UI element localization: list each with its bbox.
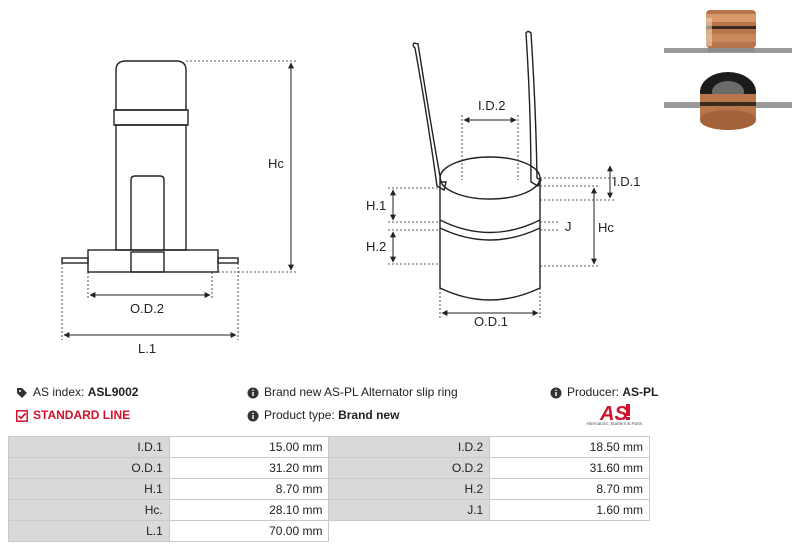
side-view [61, 60, 239, 273]
spec-value: 1.60 mm [489, 499, 650, 521]
l1-label: L.1 [138, 341, 156, 356]
product-type-line: Product type: Brand new [247, 407, 399, 423]
spec-value: 28.10 mm [168, 499, 330, 521]
as-index-line: AS index: ASL9002 [16, 384, 138, 400]
producer-value: AS-PL [622, 385, 659, 399]
producer-label: Producer: [567, 385, 620, 399]
id2-label: I.D.2 [478, 98, 505, 113]
spec-label: H.1 [8, 478, 170, 500]
hc-left-label: Hc [268, 156, 284, 171]
logo-mark: AS [599, 403, 628, 425]
empty-cell [328, 520, 491, 542]
h1-label: H.1 [366, 198, 386, 213]
spec-label: I.D.2 [328, 436, 491, 458]
od1-label: O.D.1 [474, 314, 508, 329]
hc-right-label: Hc [598, 220, 614, 235]
product-type-label: Product type: [264, 408, 335, 422]
spec-label: H.2 [328, 478, 491, 500]
checkbox-icon [16, 409, 28, 422]
table-row: Hc. 28.10 mm J.1 1.60 mm [8, 499, 650, 521]
spec-value: 8.70 mm [489, 478, 650, 500]
table-row: L.1 70.00 mm [8, 520, 650, 542]
info-icon [247, 387, 259, 399]
spec-label: Hc. [8, 499, 170, 521]
table-row: O.D.1 31.20 mm O.D.2 31.60 mm [8, 457, 650, 479]
product-type-value: Brand new [338, 408, 400, 422]
spec-value: 70.00 mm [168, 520, 330, 542]
j-label: J [565, 219, 572, 234]
iso-view [412, 30, 542, 301]
spec-label: I.D.1 [8, 436, 170, 458]
empty-cell [489, 520, 650, 542]
description-line: Brand new AS-PL Alternator slip ring [247, 384, 458, 400]
spec-value: 18.50 mm [489, 436, 650, 458]
id1-label: I.D.1 [613, 174, 640, 189]
spec-label: L.1 [8, 520, 170, 542]
specs-table: I.D.1 15.00 mm I.D.2 18.50 mm O.D.1 31.2… [8, 436, 650, 542]
spec-value: 15.00 mm [168, 436, 330, 458]
as-index-label: AS index: [33, 385, 85, 399]
as-pl-logo: AS [599, 403, 630, 425]
standard-line: STANDARD LINE [16, 407, 130, 423]
spec-value: 8.70 mm [168, 478, 330, 500]
spec-value: 31.60 mm [489, 457, 650, 479]
info-icon [247, 410, 259, 422]
product-photo-top [660, 68, 796, 138]
table-row: H.1 8.70 mm H.2 8.70 mm [8, 478, 650, 500]
tag-icon [17, 387, 27, 398]
table-row: I.D.1 15.00 mm I.D.2 18.50 mm [8, 436, 650, 458]
technical-drawing: Hc O.D.2 L.1 I.D.2 I.D.1 [61, 30, 640, 356]
h2-label: H.2 [366, 239, 386, 254]
standard-line-label: STANDARD LINE [33, 408, 131, 422]
logo-tagline: Alternators, Starters & Parts [586, 421, 643, 426]
spec-label: J.1 [328, 499, 491, 521]
spec-label: O.D.1 [8, 457, 170, 479]
od2-label: O.D.2 [130, 301, 164, 316]
info-icon [550, 387, 562, 399]
producer-line: Producer: AS-PL [550, 384, 658, 400]
product-photo-side [660, 4, 796, 66]
as-index-value: ASL9002 [87, 385, 139, 399]
description-text: Brand new AS-PL Alternator slip ring [264, 385, 458, 399]
spec-value: 31.20 mm [168, 457, 330, 479]
spec-label: O.D.2 [328, 457, 491, 479]
